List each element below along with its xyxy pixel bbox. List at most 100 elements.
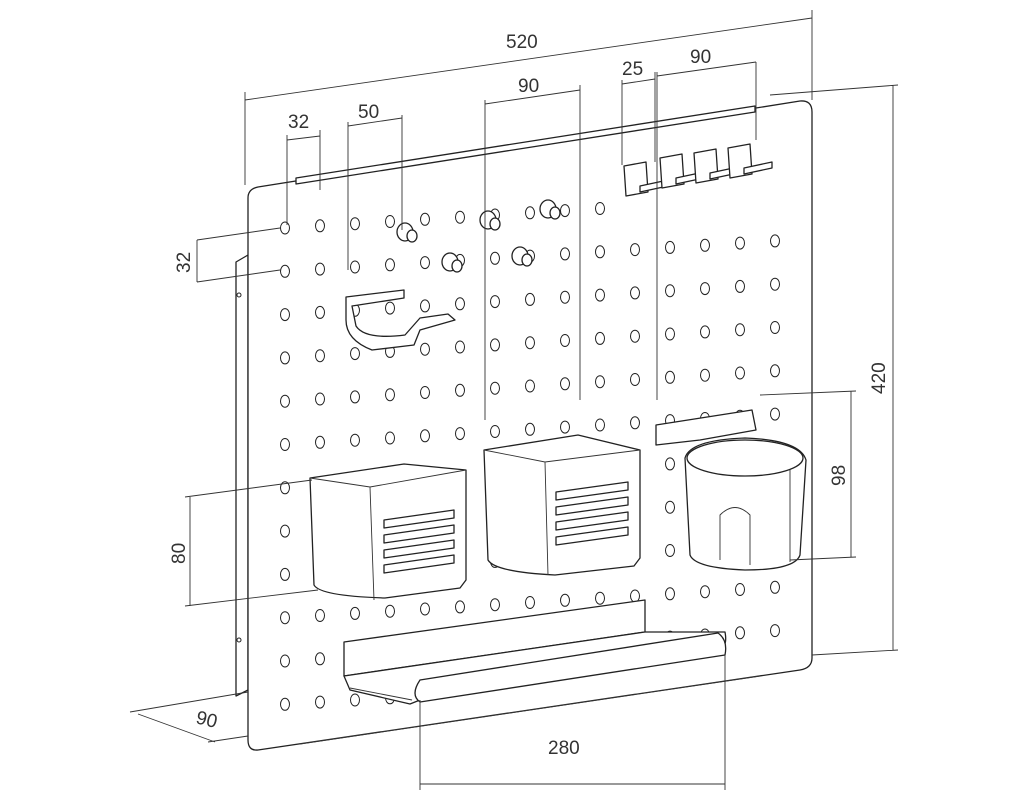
peg-hole <box>770 277 780 291</box>
dim-hook-offset: 25 <box>622 59 643 80</box>
peg-hole <box>350 390 360 404</box>
peg-hole <box>350 693 360 707</box>
dim-shelf-depth: 90 <box>194 707 220 732</box>
peg-hole <box>490 338 500 352</box>
peg-hole <box>315 435 325 449</box>
hook-set <box>623 143 773 197</box>
peg-hole <box>595 418 605 432</box>
peg-hole <box>595 202 605 215</box>
peg-hole <box>420 256 430 270</box>
peg-hole <box>665 457 675 471</box>
dim-shelf-width: 280 <box>548 738 580 759</box>
peg-hole <box>560 247 570 261</box>
peg-hole <box>280 308 290 322</box>
peg-hole <box>350 347 360 361</box>
peg-hole <box>525 292 535 306</box>
peg-hole <box>770 364 780 378</box>
peg-hole <box>525 206 535 220</box>
peg-hole <box>280 221 290 235</box>
peg-hole <box>525 379 535 393</box>
peg-hole <box>315 262 325 276</box>
cup-holder <box>655 409 807 571</box>
peg-hole <box>420 299 430 313</box>
peg-hole <box>280 567 290 581</box>
peg-hole <box>525 422 535 436</box>
peg-hole <box>525 336 535 350</box>
peg-hole <box>385 258 395 272</box>
peg-hole <box>280 264 290 278</box>
peg-hole <box>630 373 640 386</box>
dimension-labels: 520 32 50 90 25 90 32 420 98 80 90 280 <box>169 32 890 759</box>
peg-hole <box>560 204 570 218</box>
peg-hole <box>665 500 675 514</box>
peg-hole <box>560 334 570 347</box>
peg-hole <box>665 327 675 341</box>
dim-cup-height: 98 <box>829 465 850 486</box>
peg-hole <box>315 349 325 363</box>
peg-hole <box>490 295 500 309</box>
peg-hole <box>700 585 710 599</box>
basket-left <box>309 463 467 601</box>
peg-hole <box>665 544 675 557</box>
peg-hole <box>350 260 360 274</box>
peg-hole <box>280 438 290 451</box>
peg-hole <box>350 217 360 231</box>
peg-hole <box>735 236 745 250</box>
peg-hole <box>420 429 430 443</box>
peg-hole <box>280 524 290 538</box>
board-side-fold <box>235 254 249 697</box>
peg-hole <box>280 697 290 711</box>
peg-hole <box>315 609 325 622</box>
dim-board-width: 520 <box>506 32 538 53</box>
dim-board-height: 420 <box>869 362 890 394</box>
top-rail <box>295 105 756 185</box>
peg-hole <box>420 342 430 356</box>
peg-hole <box>735 323 745 337</box>
peg-hole <box>315 392 325 406</box>
peg-hole <box>700 325 710 339</box>
dim-basket-height: 80 <box>169 543 190 564</box>
dim-hole-pitch-v: 32 <box>174 252 195 273</box>
peg-hole <box>665 587 675 601</box>
dim-basket-spacing: 90 <box>518 76 539 97</box>
peg-hole <box>490 598 500 612</box>
fold-screw-hole <box>236 637 242 643</box>
peg-hole <box>630 329 640 343</box>
peg-hole <box>350 606 360 620</box>
peg-hole <box>560 420 570 434</box>
peg-hole <box>490 381 500 395</box>
peg-hole <box>385 215 395 228</box>
peg-hole <box>630 416 640 430</box>
peg-hole <box>700 368 710 382</box>
dimension-lines <box>129 10 899 790</box>
peg-hole <box>630 243 640 257</box>
peg-hole <box>280 611 290 625</box>
peg-hole <box>280 654 290 668</box>
peg-hole <box>630 589 640 603</box>
peg-hole <box>630 286 640 300</box>
peg-hole <box>280 394 290 408</box>
peg-hole <box>595 288 605 302</box>
basket-middle <box>483 434 641 576</box>
peg-hole <box>455 427 465 441</box>
peg-hole <box>385 604 395 618</box>
peg-hole <box>420 386 430 399</box>
peg-hole <box>455 297 465 311</box>
peg-hole <box>700 282 710 296</box>
peg-hole <box>420 212 430 226</box>
peg-hole <box>595 591 605 605</box>
peg-hole <box>770 624 780 638</box>
peg-hole <box>315 219 325 233</box>
dim-hook-group: 90 <box>690 47 711 68</box>
peg-hole <box>770 321 780 334</box>
peg-hole <box>770 580 780 594</box>
peg-hole <box>315 305 325 319</box>
peg-hooks <box>396 199 561 273</box>
peg-hole <box>315 695 325 709</box>
peg-hole <box>350 433 360 447</box>
peg-hole <box>560 290 570 304</box>
peg-hole <box>665 370 675 384</box>
peg-hole <box>735 279 745 293</box>
